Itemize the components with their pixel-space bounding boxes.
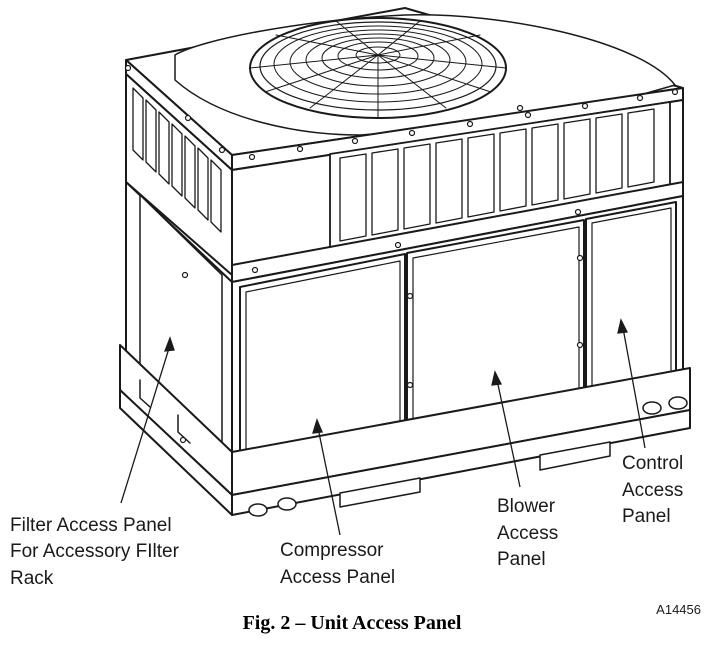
compressor-label-line-1: Compressor bbox=[280, 540, 384, 561]
screw-dots bbox=[124, 64, 679, 444]
filter-label-line-1: Filter Access Panel bbox=[10, 515, 172, 536]
control-label-line-1: Control bbox=[622, 453, 683, 474]
control-label-line-3: Panel bbox=[622, 506, 671, 527]
fan-grille bbox=[249, 17, 507, 119]
figure-caption: Fig. 2 – Unit Access Panel bbox=[243, 612, 462, 634]
base-rail bbox=[119, 344, 691, 517]
filter-leader-line bbox=[120, 336, 175, 504]
blower-label-line-3: Panel bbox=[497, 549, 546, 570]
compressor-access-callout: Compressor Access Panel bbox=[280, 540, 395, 588]
filter-access-callout: Filter Access Panel For Accessory FIlter… bbox=[10, 515, 180, 589]
figure-id: A14456 bbox=[656, 602, 701, 617]
filter-label-line-2: For Accessory FIlter bbox=[10, 541, 180, 562]
top-cover bbox=[125, 7, 684, 156]
compressor-leader-line bbox=[312, 418, 341, 536]
blower-label-line-2: Access bbox=[497, 523, 558, 544]
control-label-line-2: Access bbox=[622, 480, 683, 501]
control-access-callout: Control Access Panel bbox=[622, 453, 683, 527]
control-leader-line bbox=[617, 318, 646, 449]
blower-leader-line bbox=[491, 370, 521, 488]
compressor-label-line-2: Access Panel bbox=[280, 567, 395, 588]
filter-label-line-3: Rack bbox=[10, 568, 54, 589]
front-louvers bbox=[339, 108, 655, 242]
blower-access-callout: Blower Access Panel bbox=[497, 496, 558, 570]
left-louvers bbox=[132, 87, 222, 233]
blower-label-line-1: Blower bbox=[497, 496, 556, 517]
